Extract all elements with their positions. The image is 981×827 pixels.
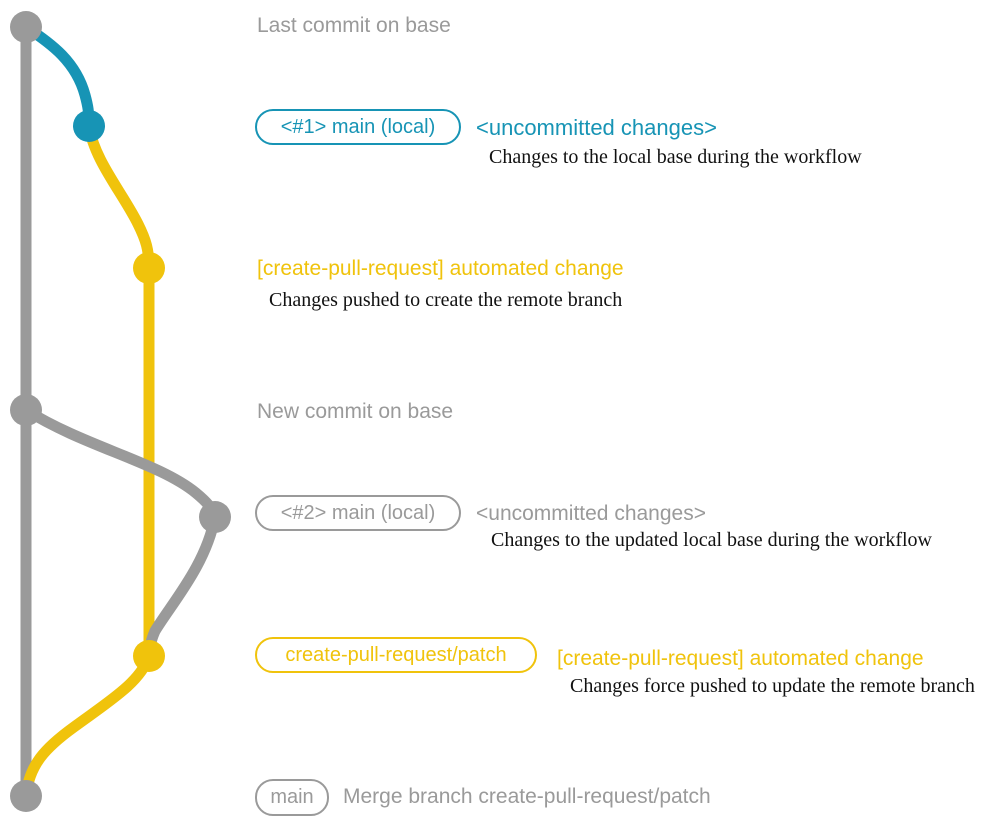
branch-badge-main: main — [255, 779, 329, 816]
branch-badge-main-local-1: <#1> main (local) — [255, 109, 461, 145]
branch-badge-main-local-2: <#2> main (local) — [255, 495, 461, 531]
automated-change-commit-title-2: [create-pull-request] automated change — [557, 647, 924, 670]
force-pushed-update-note: Changes force pushed to update the remot… — [570, 675, 975, 697]
last-commit-on-base-label: Last commit on base — [257, 14, 451, 37]
uncommitted-changes-label-1: <uncommitted changes> — [476, 115, 717, 140]
local-main-branch-curve — [20, 21, 95, 132]
merge-branch-label: Merge branch create-pull-request/patch — [343, 785, 711, 808]
uncommitted-changes-label-2: <uncommitted changes> — [476, 502, 706, 525]
new-commit-on-base-label: New commit on base — [257, 400, 454, 423]
patch-branch-upper-curve — [83, 120, 155, 274]
commit-node-base-tip — [10, 11, 42, 43]
base-new-commit-curve — [20, 404, 221, 523]
updated-local-base-changes-note: Changes to the updated local base during… — [491, 529, 932, 551]
commit-node-patch-2 — [133, 640, 165, 672]
local-base-changes-note: Changes to the local base during the wor… — [489, 146, 862, 168]
base-rebase-curve — [144, 511, 221, 662]
commit-node-base-new — [10, 394, 42, 426]
commit-node-merge — [10, 780, 42, 812]
automated-change-commit-title-1: [create-pull-request] automated change — [257, 257, 624, 280]
patch-merge-curve — [20, 650, 155, 802]
pushed-to-create-branch-note: Changes pushed to create the remote bran… — [269, 289, 623, 311]
branch-badge-create-pull-request-patch: create-pull-request/patch — [255, 637, 537, 673]
commit-node-local-main-2 — [199, 501, 231, 533]
commit-node-patch-1 — [133, 252, 165, 284]
commit-node-local-main-1 — [73, 110, 105, 142]
